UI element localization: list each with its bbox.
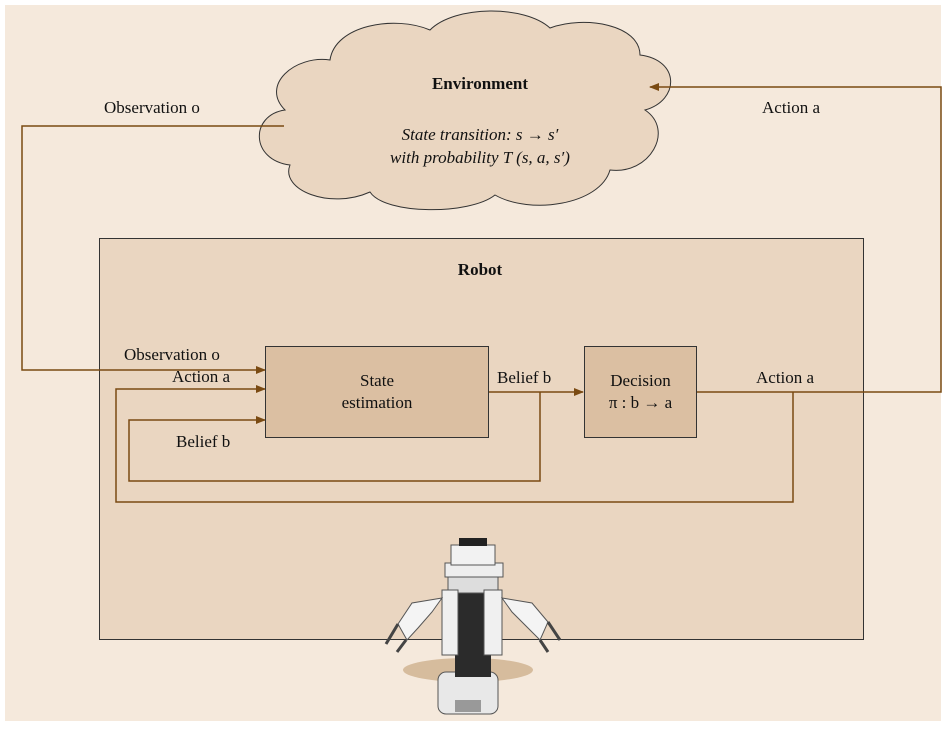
decision-box: Decision π : b → a — [584, 346, 697, 438]
observation-arrow — [21, 125, 284, 374]
decision-policy: π : b → a — [608, 393, 673, 412]
action-top-label: Action a — [762, 98, 821, 117]
belief-feedback-arrow — [128, 392, 541, 482]
environment-title: Environment — [431, 74, 529, 93]
observation-input-label: Observation o — [124, 345, 220, 364]
belief-output-label: Belief b — [497, 368, 552, 387]
state-estimation-line1: State — [360, 371, 394, 390]
belief-input-label: Belief b — [176, 432, 231, 451]
action-to-environment-arrow — [649, 83, 942, 393]
action-output-label: Action a — [756, 368, 815, 387]
state-estimation-line2: estimation — [341, 393, 413, 412]
robot-title: Robot — [457, 260, 503, 279]
observation-top-label: Observation o — [104, 98, 200, 117]
action-input-label: Action a — [172, 367, 231, 386]
environment-probability: with probability T (s, a, s′) — [390, 148, 570, 167]
decision-line1: Decision — [610, 371, 671, 390]
action-feedback-arrow — [115, 385, 794, 503]
environment-cloud — [258, 10, 672, 211]
environment-transition: State transition: s → s′ — [401, 125, 559, 144]
state-estimation-box: State estimation — [265, 346, 489, 438]
robot-illustration — [384, 538, 562, 715]
